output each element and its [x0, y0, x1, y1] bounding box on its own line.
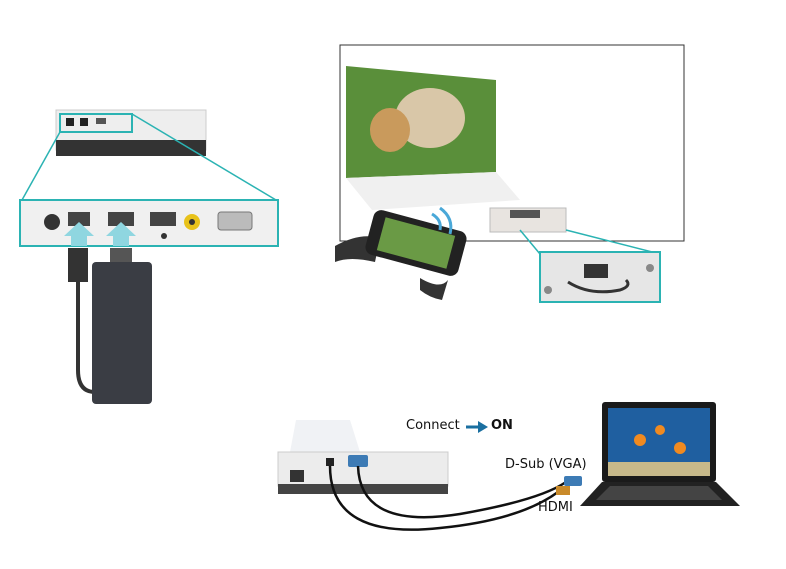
rear-panel-closeup	[19, 199, 279, 247]
zoom-line	[21, 131, 61, 201]
zoom-line	[519, 229, 541, 255]
vga-plug	[564, 476, 582, 486]
hdmi-plug	[556, 486, 570, 495]
zoom-line	[131, 113, 277, 201]
upload-arrows	[64, 222, 136, 246]
arrow-right-icon	[466, 421, 488, 433]
laptop	[580, 402, 740, 506]
smartphone	[335, 210, 467, 300]
hdmi-port	[108, 212, 134, 226]
vga-port	[348, 455, 368, 467]
projection-scene	[339, 44, 685, 242]
dsub-vga-label: D-Sub (VGA)	[505, 457, 587, 472]
projector-top-left	[55, 109, 207, 156]
usb-plug	[68, 248, 96, 394]
zoom-line	[565, 229, 661, 255]
hdmi-port-2	[150, 212, 176, 226]
hdmi-label: HDMI	[538, 500, 573, 515]
vga-cable	[356, 465, 567, 519]
hdmi-cable	[328, 465, 559, 531]
dongle-closeup	[539, 251, 661, 303]
usb-port	[68, 212, 90, 226]
connect-label: Connect	[406, 418, 460, 433]
on-label: ON	[491, 418, 513, 433]
wireless-dongle	[92, 248, 152, 404]
wifi-waves-icon	[431, 206, 453, 235]
